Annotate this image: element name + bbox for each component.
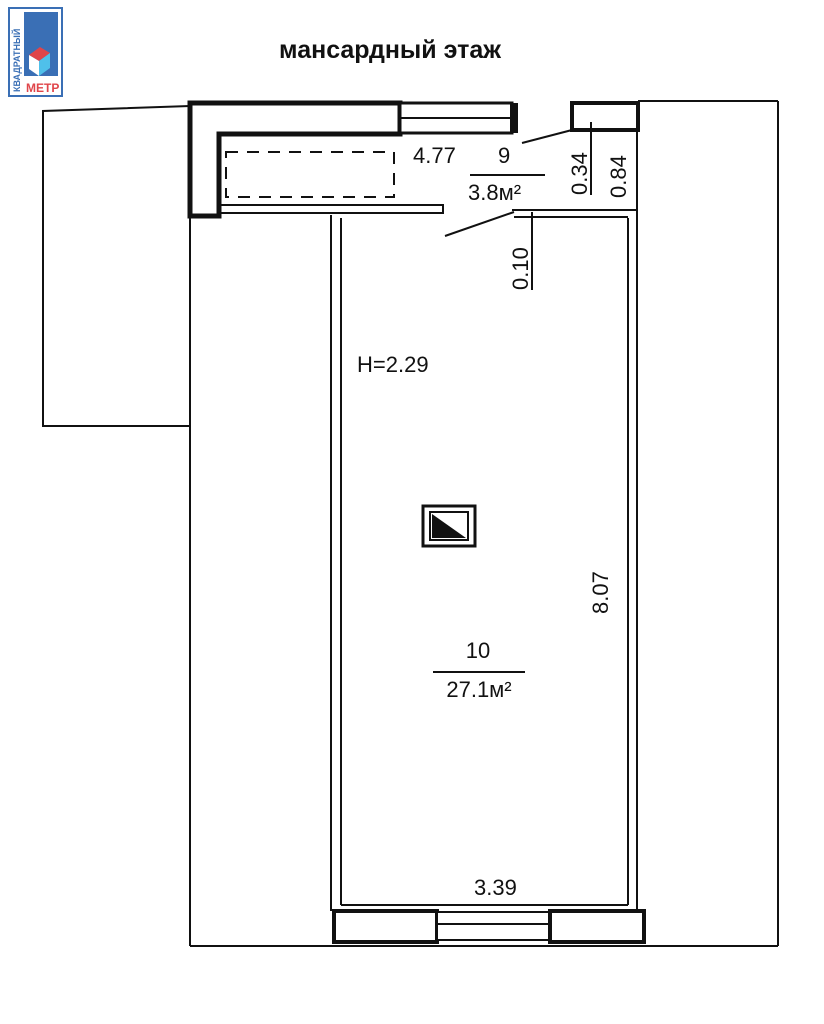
dim-0-34: 0.34 [567, 152, 592, 195]
logo: КВАДРАТНЫЙ МЕТР [8, 7, 63, 97]
room-10-number: 10 [466, 638, 490, 663]
walls [42, 100, 779, 947]
window-bottom [436, 911, 551, 941]
logo-text-1: КВАДРАТНЫЙ [11, 29, 22, 92]
room-10-length: 8.07 [588, 571, 613, 614]
room-9-length: 4.77 [413, 143, 456, 168]
dim-0-84: 0.84 [606, 155, 631, 198]
logo-text-2: МЕТР [26, 81, 59, 95]
dim-0-10: 0.10 [508, 247, 533, 290]
leader-lines [433, 122, 592, 673]
room-10-area: 27.1м² [446, 677, 511, 702]
thick-walls [187, 100, 646, 944]
room-9-area: 3.8м² [468, 180, 521, 205]
chimney-icon [421, 504, 477, 548]
ceiling-height: H=2.29 [357, 352, 429, 377]
page-title: мансардный этаж [279, 36, 501, 64]
room-9-number: 9 [498, 143, 510, 168]
room-10-width: 3.39 [474, 875, 517, 900]
